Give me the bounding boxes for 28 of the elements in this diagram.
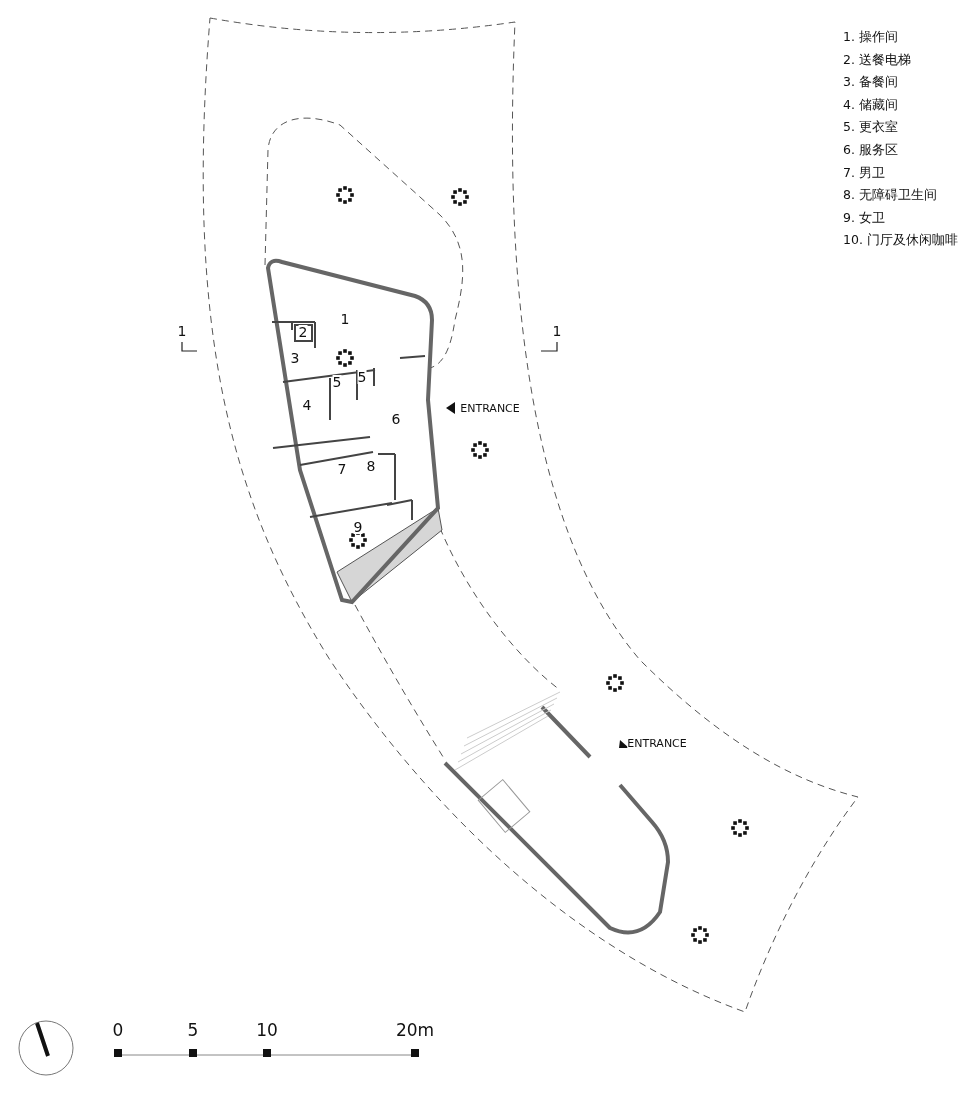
section-label: 1 (177, 324, 187, 338)
room-key-item: 1. 操作间 (843, 31, 898, 44)
room-number: 5 (332, 375, 342, 389)
room-key-item: 4. 储藏间 (843, 98, 898, 112)
room-key-item: 9. 女卫 (843, 211, 885, 225)
room-number: 6 (391, 412, 401, 426)
room-number: 2 (298, 325, 308, 339)
section-label: 1 (552, 324, 562, 338)
scale-label: 20m (395, 1021, 435, 1039)
room-key-item: 2. 送餐电梯 (843, 53, 911, 67)
room-number: 7 (337, 462, 347, 476)
room-key-item: 10. 门厅及休闲咖啡 (843, 234, 958, 247)
room-number: 8 (366, 459, 376, 473)
room-number: 1 (340, 312, 350, 326)
scale-label: 0 (112, 1021, 124, 1039)
room-number: 5 (357, 370, 367, 384)
room-number: 9 (353, 520, 363, 534)
room-key-item: 5. 更衣室 (843, 121, 898, 134)
entrance-label: ENTRANCE (460, 402, 520, 414)
room-key-item: 8. 无障碍卫生间 (843, 189, 937, 202)
scale-label: 5 (187, 1021, 199, 1039)
room-key-item: 6. 服务区 (843, 144, 898, 157)
scale-label: 10 (256, 1021, 278, 1039)
room-key-item: 3. 备餐间 (843, 76, 898, 89)
room-number: 4 (302, 398, 312, 412)
room-key-item: 7. 男卫 (843, 166, 885, 180)
entrance-label: ENTRANCE (627, 737, 687, 749)
room-number: 3 (290, 351, 300, 365)
